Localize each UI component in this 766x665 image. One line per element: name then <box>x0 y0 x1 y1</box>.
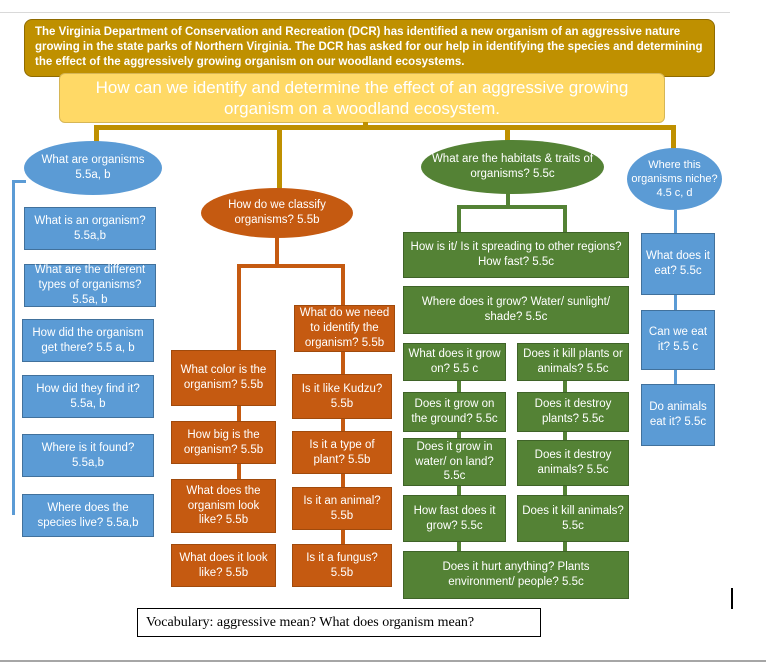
classify-left-drop <box>237 264 241 351</box>
organisms-item-6: Where does the species live? 5.5a,b <box>22 494 154 537</box>
classify-right-item-5-text: Is it a fungus? 5.5b <box>306 551 378 579</box>
organisms-item-1: What is an organism? 5.5a,b <box>24 207 156 250</box>
classify-right-drop <box>341 264 345 305</box>
driving-question: How can we identify and determine the ef… <box>59 73 665 123</box>
organisms-item-4-text: How did they find it? 5.5a, b <box>36 382 140 410</box>
habitats-top-item-1-text: How is it/ Is it spreading to other regi… <box>410 241 622 268</box>
niche-item-3: Do animals eat it? 5.5c <box>641 384 715 446</box>
organisms-title: What are organisms 5.5a, b <box>41 154 145 181</box>
organisms-spine-top <box>12 180 26 183</box>
connector-to-organisms <box>94 125 99 150</box>
classify-horizontal <box>237 264 345 268</box>
classify-right-item-4-text: Is it an animal? 5.5b <box>303 494 381 522</box>
connector-to-niche <box>671 125 676 150</box>
classify-stem <box>275 237 279 266</box>
organisms-oval: What are organisms 5.5a, b <box>24 141 162 195</box>
classify-left-item-3-text: What does the organism look like? 5.5b <box>186 484 261 527</box>
niche-item-3-text: Do animals eat it? 5.5c <box>649 401 707 428</box>
niche-item-2: Can we eat it? 5.5 c <box>641 310 715 370</box>
classify-right-item-3: Is it a type of plant? 5.5b <box>292 431 392 474</box>
classify-right-item-1-text: What do we need to identify the organism… <box>299 307 390 349</box>
connector-to-habitats <box>505 125 510 144</box>
habitats-left-item-4: How fast does it grow? 5.5c <box>403 495 506 542</box>
niche-spine <box>674 209 677 395</box>
habitats-top-item-2: Where does it grow? Water/ sunlight/ sha… <box>403 286 629 334</box>
habitats-top-item-1: How is it/ Is it spreading to other regi… <box>403 232 629 278</box>
niche-title: Where this organisms niche? 4.5 c, d <box>631 158 718 200</box>
classify-left-item-3: What does the organism look like? 5.5b <box>171 479 276 533</box>
habitats-title: What are the habitats & traits of organi… <box>431 153 594 180</box>
organisms-item-3: How did the organism get there? 5.5 a, b <box>22 319 154 362</box>
habitats-left-item-2-text: Does it grow on the ground? 5.5c <box>411 398 498 425</box>
habitats-left-drop <box>457 205 461 233</box>
bottom-rule <box>0 660 766 662</box>
classify-left-item-4: What does it look like? 5.5b <box>171 544 276 587</box>
classify-left-item-4-text: What does it look like? 5.5b <box>179 551 268 579</box>
habitats-left-item-4-text: How fast does it grow? 5.5c <box>413 504 496 532</box>
classify-left-item-2-text: How big is the organism? 5.5b <box>183 428 264 456</box>
habitats-bottom-item: Does it hurt anything? Plants environmen… <box>403 551 629 599</box>
habitats-stem <box>506 193 510 207</box>
vocabulary-text: Vocabulary: aggressive mean? What does o… <box>146 614 475 630</box>
top-rule <box>0 12 730 13</box>
text-cursor <box>731 588 733 609</box>
vocabulary-box: Vocabulary: aggressive mean? What does o… <box>137 608 541 637</box>
organisms-spine <box>12 180 15 515</box>
habitats-left-item-3: Does it grow in water/ on land? 5.5c <box>403 438 506 486</box>
habitats-right-item-3: Does it destroy animals? 5.5c <box>517 440 629 486</box>
connector-main-horizontal <box>94 125 676 130</box>
intro-banner: The Virginia Department of Conservation … <box>24 19 715 77</box>
organisms-item-6-text: Where does the species live? 5.5a,b <box>37 501 139 529</box>
habitats-oval: What are the habitats & traits of organi… <box>421 140 604 194</box>
organisms-item-4: How did they find it? 5.5a, b <box>22 375 154 418</box>
habitats-bottom-item-text: Does it hurt anything? Plants environmen… <box>442 561 590 588</box>
organisms-item-3-text: How did the organism get there? 5.5 a, b <box>32 326 144 354</box>
classify-right-item-3-text: Is it a type of plant? 5.5b <box>309 438 375 466</box>
classify-right-item-4: Is it an animal? 5.5b <box>292 487 392 530</box>
habitats-right-drop <box>563 205 567 233</box>
habitats-right-item-2-text: Does it destroy plants? 5.5c <box>534 398 612 425</box>
habitats-right-item-1: Does it kill plants or animals? 5.5c <box>517 343 629 381</box>
habitats-right-item-4-text: Does it kill animals? 5.5c <box>522 504 624 532</box>
niche-item-1: What does it eat? 5.5c <box>641 233 715 295</box>
classify-left-item-2: How big is the organism? 5.5b <box>171 421 276 464</box>
habitats-left-item-1-text: What does it grow on? 5.5 c <box>408 348 501 375</box>
habitats-horizontal <box>457 205 567 209</box>
classify-right-item-5: Is it a fungus? 5.5b <box>292 544 392 587</box>
habitats-right-item-4: Does it kill animals? 5.5c <box>517 495 629 542</box>
niche-item-1-text: What does it eat? 5.5c <box>646 250 710 277</box>
intro-text: The Virginia Department of Conservation … <box>35 26 703 68</box>
organisms-item-5-text: Where is it found? 5.5a,b <box>41 441 135 469</box>
niche-oval: Where this organisms niche? 4.5 c, d <box>627 148 722 210</box>
classify-title: How do we classify organisms? 5.5b <box>228 199 326 226</box>
classify-left-item-1: What color is the organism? 5.5b <box>171 350 276 406</box>
niche-item-2-text: Can we eat it? 5.5 c <box>648 326 708 353</box>
habitats-right-item-3-text: Does it destroy animals? 5.5c <box>534 449 612 476</box>
classify-right-item-2-text: Is it like Kudzu? 5.5b <box>301 382 383 410</box>
habitats-left-item-2: Does it grow on the ground? 5.5c <box>403 392 506 432</box>
habitats-left-item-3-text: Does it grow in water/ on land? 5.5c <box>415 440 494 483</box>
classify-right-item-2: Is it like Kudzu? 5.5b <box>292 374 392 419</box>
habitats-right-item-2: Does it destroy plants? 5.5c <box>517 392 629 432</box>
habitats-top-item-2-text: Where does it grow? Water/ sunlight/ sha… <box>421 296 611 323</box>
organisms-item-2-text: What are the different types of organism… <box>34 264 146 306</box>
organisms-item-5: Where is it found? 5.5a,b <box>22 434 154 477</box>
connector-to-classify <box>277 125 282 189</box>
classify-left-item-1-text: What color is the organism? 5.5b <box>180 364 267 391</box>
driving-question-text: How can we identify and determine the ef… <box>95 77 629 118</box>
classify-oval: How do we classify organisms? 5.5b <box>201 188 353 238</box>
organisms-item-1-text: What is an organism? 5.5a,b <box>34 214 146 242</box>
organisms-item-2: What are the different types of organism… <box>24 264 156 307</box>
habitats-left-item-1: What does it grow on? 5.5 c <box>403 343 506 381</box>
connector-main-vertical <box>363 122 368 130</box>
habitats-right-item-1-text: Does it kill plants or animals? 5.5c <box>523 348 623 375</box>
classify-right-item-1: What do we need to identify the organism… <box>294 305 395 352</box>
